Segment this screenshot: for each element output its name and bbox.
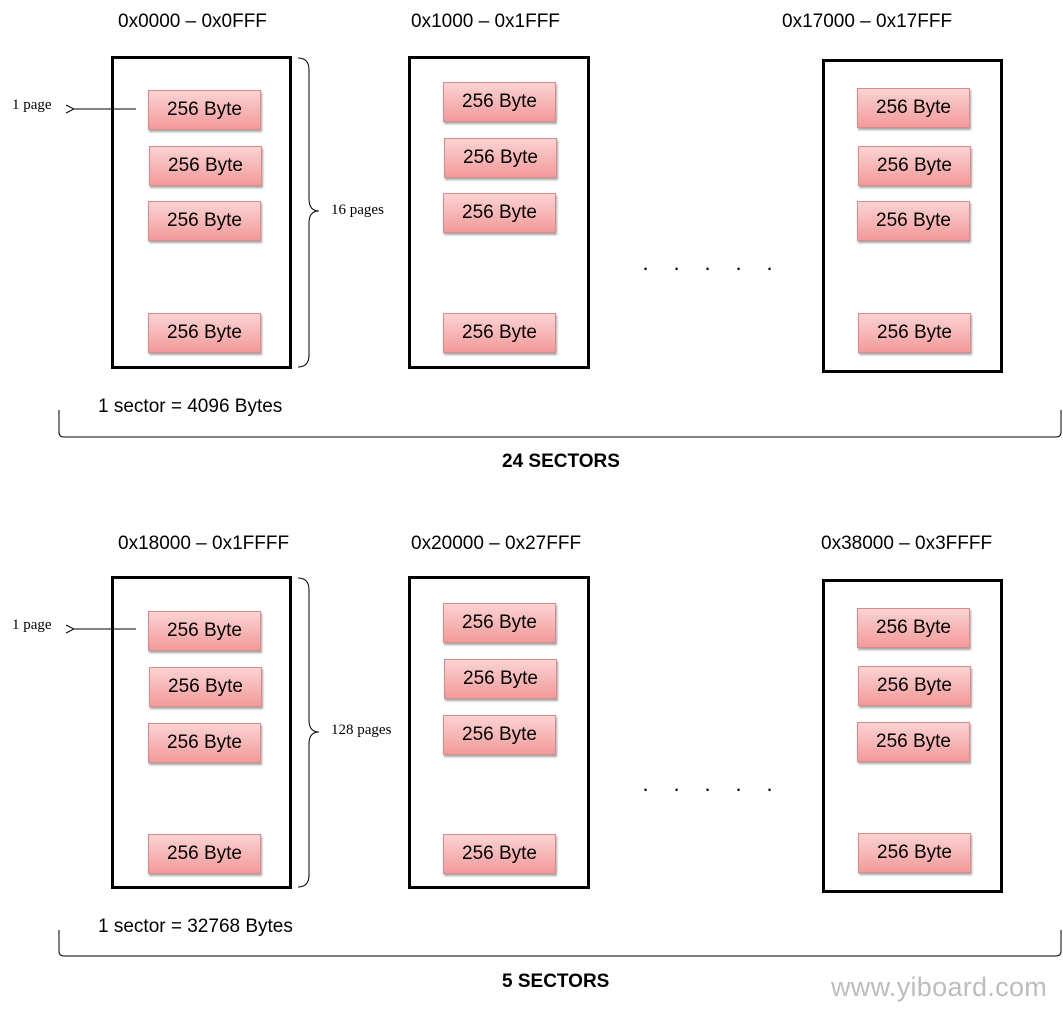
- sector-address-range: 0x0000 – 0x0FFF: [118, 11, 267, 32]
- page-block: 256 Byte: [444, 659, 557, 699]
- page-block: 256 Byte: [149, 667, 262, 707]
- pages-count-label: 128 pages: [331, 722, 392, 738]
- sector-size-label: 1 sector = 32768 Bytes: [98, 916, 293, 937]
- page-block: 256 Byte: [857, 201, 970, 241]
- sector-box: 256 Byte 256 Byte 256 Byte 256 Byte: [111, 576, 292, 889]
- page-block: 256 Byte: [148, 313, 261, 353]
- page-block: 256 Byte: [443, 834, 556, 874]
- page-block: 256 Byte: [443, 193, 556, 233]
- page-block: 256 Byte: [443, 603, 556, 643]
- page-block: 256 Byte: [857, 722, 970, 762]
- page-label: 1 page: [12, 97, 52, 113]
- page-block: 256 Byte: [444, 138, 557, 178]
- page-block: 256 Byte: [443, 313, 556, 353]
- sector-box: 256 Byte 256 Byte 256 Byte 256 Byte: [111, 56, 292, 369]
- page-block: 256 Byte: [858, 313, 971, 353]
- page-block: 256 Byte: [148, 201, 261, 241]
- sectors-brace: [58, 410, 1062, 438]
- ellipsis: ·····: [641, 255, 774, 280]
- watermark: www.yiboard.com: [831, 972, 1048, 1002]
- sectors-brace: [58, 930, 1062, 957]
- sector-box: 256 Byte 256 Byte 256 Byte 256 Byte: [408, 576, 590, 889]
- page-block: 256 Byte: [857, 88, 970, 128]
- page-block: 256 Byte: [148, 611, 261, 651]
- sector-count-label: 5 SECTORS: [502, 971, 610, 992]
- page-block: 256 Byte: [858, 666, 971, 706]
- sector-address-range: 0x38000 – 0x3FFFF: [821, 533, 993, 554]
- sector-box: 256 Byte 256 Byte 256 Byte 256 Byte: [822, 579, 1003, 893]
- pages-count-label: 16 pages: [331, 202, 384, 218]
- page-block: 256 Byte: [149, 146, 262, 186]
- sector-count-label: 24 SECTORS: [502, 451, 620, 472]
- page-block: 256 Byte: [148, 723, 261, 763]
- pages-brace: [297, 577, 320, 888]
- sector-address-range: 0x17000 – 0x17FFF: [782, 11, 953, 32]
- page-block: 256 Byte: [443, 82, 556, 122]
- page-block: 256 Byte: [148, 90, 261, 130]
- page-block: 256 Byte: [443, 715, 556, 755]
- page-block: 256 Byte: [858, 833, 971, 873]
- sector-address-range: 0x20000 – 0x27FFF: [411, 533, 582, 554]
- sector-address-range: 0x18000 – 0x1FFFF: [118, 533, 290, 554]
- page-block: 256 Byte: [858, 146, 971, 186]
- page-block: 256 Byte: [148, 834, 261, 874]
- page-block: 256 Byte: [857, 608, 970, 648]
- sector-size-label: 1 sector = 4096 Bytes: [98, 396, 283, 417]
- sector-box: 256 Byte 256 Byte 256 Byte 256 Byte: [822, 59, 1003, 373]
- page-label: 1 page: [12, 617, 52, 633]
- ellipsis: ·····: [641, 776, 774, 801]
- sector-box: 256 Byte 256 Byte 256 Byte 256 Byte: [408, 56, 590, 369]
- sector-address-range: 0x1000 – 0x1FFF: [411, 11, 560, 32]
- pages-brace: [297, 57, 320, 368]
